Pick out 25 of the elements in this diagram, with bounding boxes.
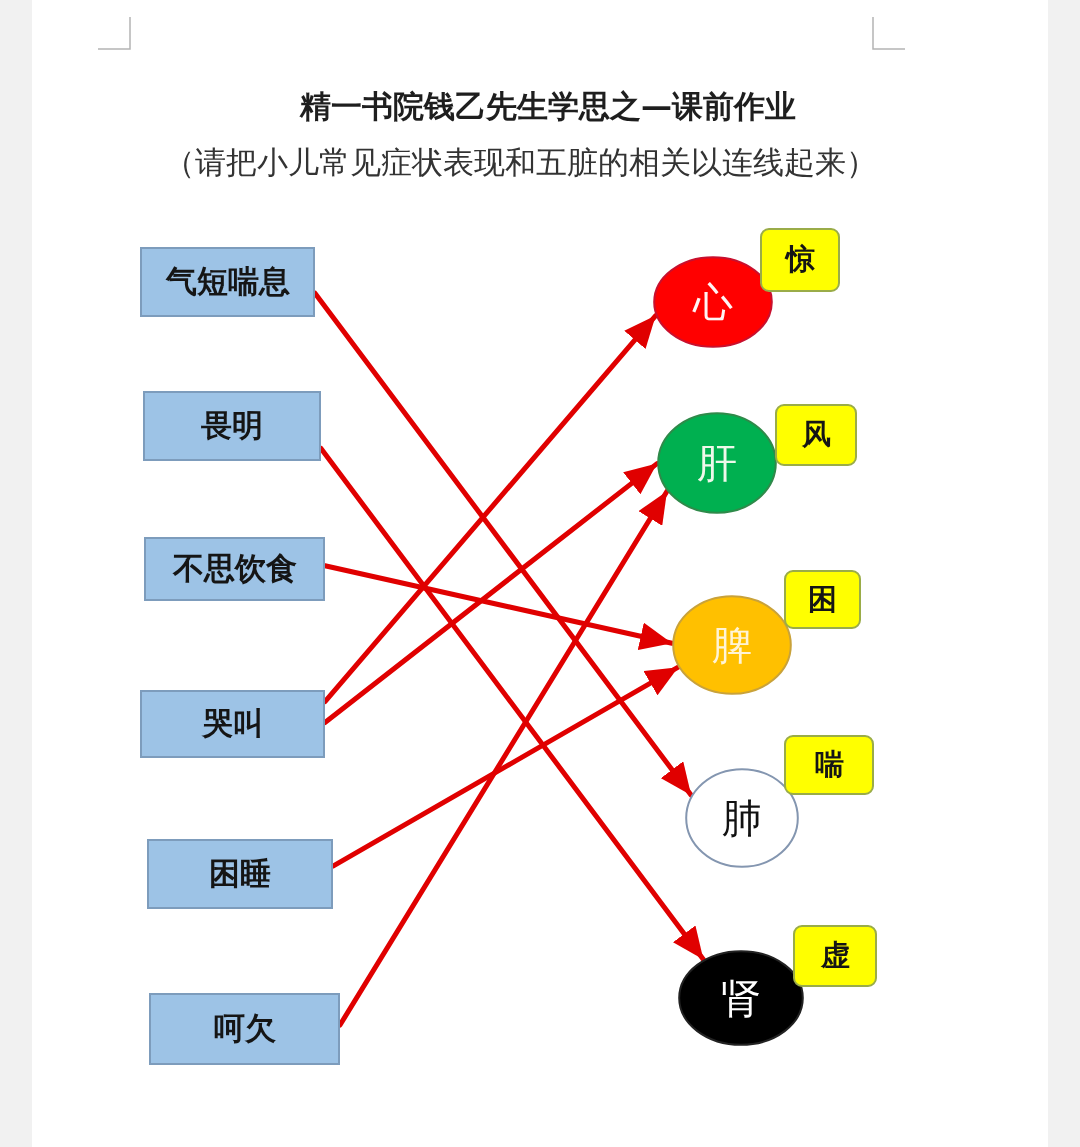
arrow: [318, 446, 706, 962]
tag-box: 困: [784, 570, 861, 629]
symptom-box: 困睡: [147, 839, 333, 909]
arrow: [337, 488, 670, 1028]
organ-circle: 肝: [657, 412, 777, 514]
organ-circle: 脾: [672, 595, 792, 695]
organ-circle: 肺: [685, 768, 799, 868]
arrow: [322, 313, 659, 705]
symptom-box: 不思饮食: [144, 537, 325, 601]
title: 精一书院钱乙先生学思之—课前作业: [300, 87, 796, 126]
symptom-box: 哭叫: [140, 690, 325, 758]
tag-box: 惊: [760, 228, 840, 292]
symptom-box: 呵欠: [149, 993, 340, 1065]
symptom-box: 畏明: [143, 391, 321, 461]
arrow: [312, 290, 694, 798]
tag-box: 风: [775, 404, 857, 466]
organ-circle: 心: [653, 256, 773, 348]
tag-box: 虚: [793, 925, 877, 987]
arrow: [330, 664, 681, 869]
arrow: [322, 461, 660, 725]
subtitle: （请把小儿常见症状表现和五脏的相关以连线起来）: [163, 143, 877, 182]
symptom-box: 气短喘息: [140, 247, 315, 317]
tag-box: 喘: [784, 735, 874, 795]
arrow: [322, 563, 675, 650]
organ-circle: 肾: [678, 950, 804, 1046]
